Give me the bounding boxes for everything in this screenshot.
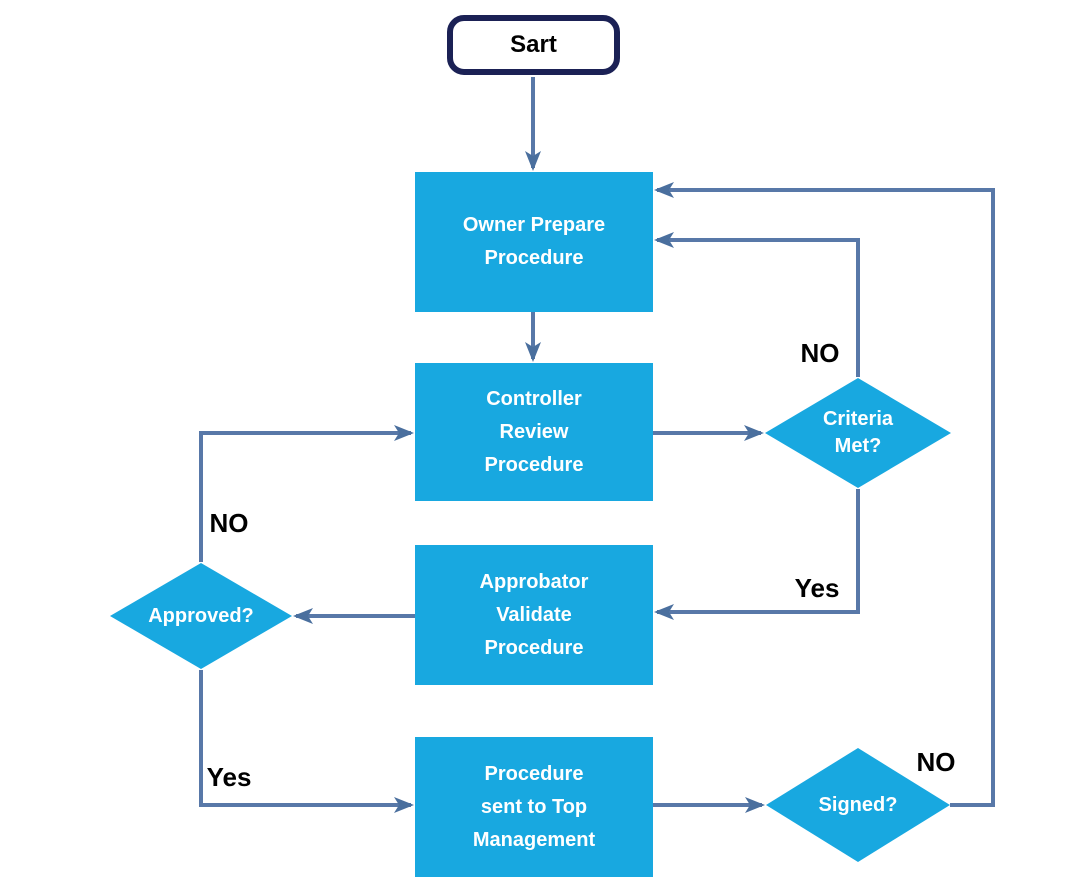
- node-criteria-label: Criteria Met?: [822, 408, 894, 457]
- edge-label-approved-no: NO: [209, 508, 249, 538]
- node-controller-review-procedure: Controller Review Procedure: [415, 363, 653, 501]
- node-start-label: Sart: [510, 31, 557, 58]
- node-signed-label: Signed?: [818, 793, 898, 816]
- connector-signed-no-to-owner: [654, 182, 995, 807]
- edge-label-approved-yes: Yes: [206, 762, 252, 792]
- edge-label-criteria-no: NO: [800, 338, 840, 368]
- connector-approved-no-to-controller: [199, 425, 414, 562]
- node-procedure-sent-to-top-management: Procedure sent to Top Management: [415, 737, 653, 877]
- node-criteria-met-decision: Criteria Met?: [765, 378, 951, 488]
- node-approved-decision: Approved?: [110, 563, 292, 669]
- node-approbator-label: Approbator Validate Procedure: [479, 570, 589, 659]
- node-approbator-validate-procedure: Approbator Validate Procedure: [415, 545, 653, 685]
- node-topmgmt-label: Procedure sent to Top Management: [472, 762, 596, 851]
- node-owner-label: Owner Prepare Procedure: [462, 214, 606, 269]
- node-start: Sart: [447, 15, 620, 75]
- node-controller-label: Controller Review Procedure: [484, 387, 584, 476]
- node-owner-prepare-procedure: Owner Prepare Procedure: [415, 172, 653, 312]
- edge-label-criteria-yes: Yes: [794, 573, 840, 603]
- edge-label-signed-no: NO: [916, 747, 956, 777]
- node-approved-label: Approved?: [148, 604, 254, 627]
